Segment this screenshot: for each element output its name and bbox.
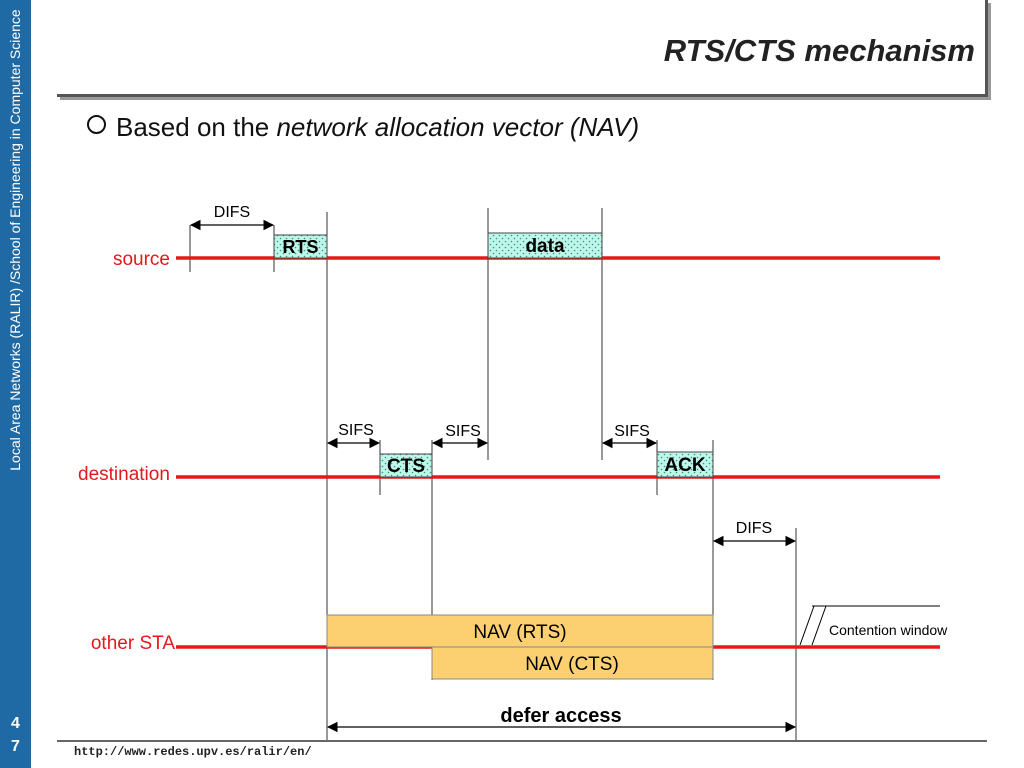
footer-divider (57, 740, 987, 742)
bullet-emphasis: network allocation vector (NAV) (276, 112, 640, 142)
data-frame (487, 232, 603, 259)
interval-arrows (189, 219, 797, 733)
nav-cts-bar (431, 646, 714, 680)
bullet-circle-icon (87, 115, 106, 134)
footer-url: http://www.redes.upv.es/ralir/en/ (74, 745, 312, 759)
page-number-digit-1: 4 (11, 715, 20, 732)
ack-frame-label: ACK (664, 455, 705, 476)
title-frame: RTS/CTS mechanism (57, 0, 988, 97)
contention-window-shape (799, 605, 940, 646)
sidebar: Local Area Networks (RALIR) /School of E… (0, 0, 31, 768)
station-label-source: source (113, 249, 170, 270)
nav-cts-label: NAV (CTS) (525, 654, 619, 675)
sifs-2-label: SIFS (445, 423, 481, 440)
cts-frame (379, 453, 433, 478)
rts-frame (273, 234, 328, 259)
data-frame-label: data (525, 236, 565, 257)
ack-frame (656, 451, 714, 478)
difs-bottom-label: DIFS (736, 520, 772, 537)
nav-rts-bar (326, 614, 714, 648)
sifs-3-label: SIFS (614, 423, 650, 440)
station-label-other-sta: other STA (91, 633, 175, 654)
difs-top-label: DIFS (214, 204, 250, 221)
contention-slot-2 (811, 605, 827, 646)
contention-slot-1 (799, 605, 815, 646)
bullet-text: Based on the (116, 112, 277, 142)
contention-window-label: Contention window (829, 622, 948, 638)
bullet-point: Based on the network allocation vector (… (87, 112, 639, 143)
nav-rts-label: NAV (RTS) (473, 622, 566, 643)
rts-frame-label: RTS (283, 237, 319, 257)
page-number-digit-2: 7 (11, 738, 20, 755)
defer-access-label: defer access (500, 705, 621, 727)
slide-title: RTS/CTS mechanism (663, 33, 975, 68)
timelines (176, 256, 940, 649)
cts-frame-label: CTS (387, 456, 425, 477)
sifs-1-label: SIFS (338, 422, 374, 439)
vertical-guides (189, 208, 797, 742)
station-label-destination: destination (78, 464, 170, 485)
